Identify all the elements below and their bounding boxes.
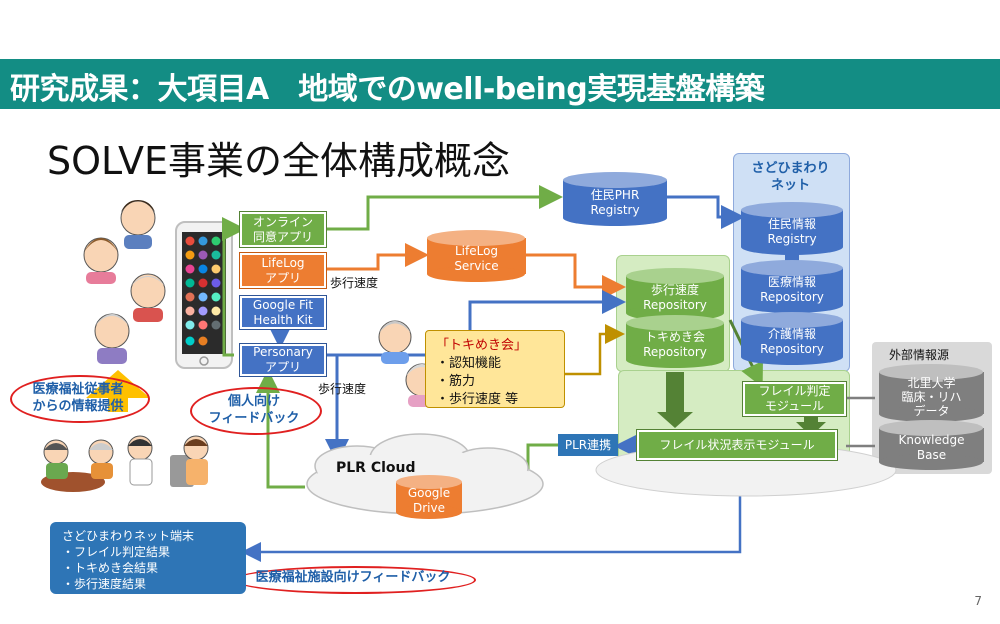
kitasato-line1: 北里大学	[907, 376, 956, 390]
resident-phr-line2: Registry	[590, 203, 640, 217]
walking-speed-label-2: 歩行速度	[318, 382, 367, 396]
lifelog-app-line2: アプリ	[264, 270, 301, 285]
kitasato-line3: データ	[913, 404, 950, 418]
cyl-resident-info	[741, 202, 843, 255]
staff-info-line2: からの情報提供	[32, 399, 124, 414]
google-fit-app: Google Fit Health Kit	[240, 296, 326, 329]
frail-judgment-line2: モジュール	[764, 399, 825, 413]
tokimeki-item: ・歩行速度 等	[436, 392, 519, 407]
google-drive-line1: Google	[407, 486, 451, 500]
tokimeki-item: ・認知機能	[436, 356, 502, 371]
tokimeki-item: ・筋力	[436, 374, 476, 389]
knowledge-base-label: Knowledge Base	[879, 430, 984, 466]
frail-display-module: フレイル状況表示モジュール	[637, 430, 837, 460]
sadohimawari-heading-line1: さどひまわり	[751, 161, 830, 176]
staff-info-oval	[10, 375, 150, 423]
plr-link-box: PLR連携	[558, 434, 618, 456]
google-fit-line2: Health Kit	[253, 312, 313, 327]
sadohimawari-net-heading: さどひまわり ネット	[733, 160, 848, 194]
cyl-kitasato	[879, 364, 984, 422]
google-drive-line2: Drive	[413, 501, 445, 515]
google-drive-label: Google Drive	[396, 485, 462, 517]
personary-line2: アプリ	[264, 360, 301, 374]
cyl-google-drive	[396, 475, 462, 519]
page-number: 7	[974, 594, 982, 608]
frail-judgment-module: フレイル判定 モジュール	[743, 382, 846, 416]
lifelog-service-line2: Service	[454, 259, 499, 273]
tokimeki-repo-label: トキめき会 Repository	[626, 327, 724, 363]
sadohimawari-heading-line2: ネット	[770, 178, 810, 193]
cyl-knowledge-base	[879, 420, 984, 470]
lifelog-app: LifeLog アプリ	[240, 253, 326, 288]
cyl-resident-phr	[563, 172, 667, 226]
walking-repo-line1: 歩行速度	[650, 283, 699, 297]
walking-repo-label: 歩行速度 Repository	[626, 280, 724, 316]
google-fit-line1: Google Fit	[252, 297, 314, 312]
people-group-top	[83, 200, 166, 364]
cyl-medical-info	[741, 260, 843, 313]
medical-info-label: 医療情報 Repository	[741, 272, 843, 308]
staff-info-label: 医療福祉従事者 からの情報提供	[10, 381, 146, 415]
tokimeki-title: 「トキめき会」	[436, 338, 528, 353]
terminal-box: さどひまわりネット端末 ・フレイル判定結果 ・トキめき会結果 ・歩行速度結果	[50, 522, 246, 594]
personary-app: Personary アプリ	[240, 344, 326, 376]
tokimeki-repo-line1: トキめき会	[644, 330, 705, 344]
personal-feedback-oval	[190, 387, 322, 435]
cyl-care-info	[741, 312, 843, 365]
online-consent-line1: オンライン	[252, 214, 313, 229]
kitasato-line2: 臨床・リハ	[901, 390, 962, 404]
medical-info-line2: Repository	[760, 290, 824, 304]
personal-feedback-label: 個人向け フィードバック	[190, 393, 318, 427]
personary-line1: Personary	[253, 345, 313, 359]
terminal-title: さどひまわりネット端末	[62, 529, 195, 543]
knowledge-base-line1: Knowledge	[898, 433, 965, 447]
staff-info-line1: 医療福祉従事者	[32, 382, 124, 397]
plr-link-text: PLR連携	[564, 437, 612, 452]
personal-feedback-line2: フィードバック	[208, 411, 300, 426]
frail-judgment-line1: フレイル判定	[758, 384, 831, 398]
terminal-item: ・フレイル判定結果	[62, 545, 171, 559]
terminal-item: ・歩行速度結果	[62, 577, 147, 591]
care-info-line1: 介護情報	[767, 327, 816, 341]
tokimeki-box: 「トキめき会」 ・認知機能 ・筋力 ・歩行速度 等	[425, 330, 565, 408]
external-info-heading: 外部情報源	[889, 348, 950, 362]
tokimeki-repo-line2: Repository	[643, 345, 707, 359]
people-care-scene	[41, 435, 209, 492]
care-info-label: 介護情報 Repository	[741, 324, 843, 360]
slide-title: 研究成果：大項目A 地域でのwell-being実現基盤構築	[10, 72, 765, 107]
lifelog-service-label: LifeLog Service	[427, 242, 526, 276]
personal-feedback-line1: 個人向け	[227, 394, 280, 409]
resident-phr-label: 住民PHR Registry	[563, 185, 667, 221]
resident-phr-line1: 住民PHR	[590, 188, 640, 202]
knowledge-base-line2: Base	[916, 448, 947, 462]
walking-repo-line2: Repository	[643, 298, 707, 312]
resident-info-label: 住民情報 Registry	[741, 214, 843, 250]
kitasato-label: 北里大学 臨床・リハ データ	[879, 374, 984, 420]
facility-feedback-label: 医療福祉施設向けフィードバック	[255, 570, 451, 585]
cyl-lifelog-service	[427, 230, 526, 282]
cyl-walking-repo	[626, 268, 724, 321]
title-banner	[0, 59, 1000, 109]
terminal-item: ・トキめき会結果	[62, 561, 159, 575]
frail-display-text: フレイル状況表示モジュール	[659, 437, 815, 452]
walking-speed-label-1: 歩行速度	[330, 276, 379, 290]
resident-info-line1: 住民情報	[767, 217, 816, 231]
online-consent-app: オンライン 同意アプリ	[240, 212, 326, 247]
medical-info-line1: 医療情報	[767, 275, 816, 289]
online-consent-line2: 同意アプリ	[252, 229, 313, 244]
plr-cloud-label: PLR Cloud	[336, 460, 416, 476]
slide-subtitle: SOLVE事業の全体構成概念	[47, 139, 511, 183]
lifelog-app-line1: LifeLog	[261, 255, 305, 270]
lifelog-service-line1: LifeLog	[454, 244, 499, 258]
resident-info-line2: Registry	[767, 232, 817, 246]
app-icons-grid	[185, 236, 221, 346]
care-info-line2: Repository	[760, 342, 824, 356]
cyl-tokimeki-repo	[626, 315, 724, 368]
